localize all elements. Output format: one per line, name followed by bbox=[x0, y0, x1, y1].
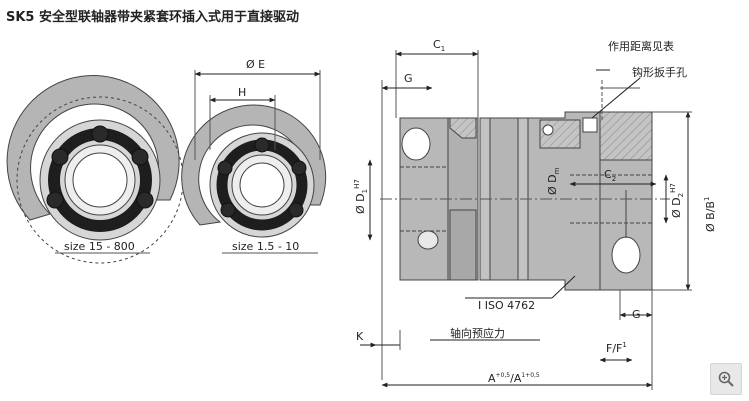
dm-label: Ø Dm bbox=[546, 167, 561, 195]
distance-gauge-label: 作用距离见表 bbox=[608, 39, 674, 53]
d2-label: Ø D2H7 bbox=[669, 183, 685, 218]
c1-label: C1 bbox=[433, 38, 445, 53]
end-view-right bbox=[181, 70, 327, 254]
page-title: SK5 安全型联轴器带夹紧套环插入式用于直接驱动 bbox=[6, 10, 300, 25]
phi-e-label: Ø E bbox=[246, 58, 265, 71]
coupling-section bbox=[380, 111, 670, 291]
ff-label: F/F1 bbox=[606, 341, 627, 355]
b-label: Ø B/B1 bbox=[703, 197, 717, 232]
size-label-right: size 1.5 - 10 bbox=[232, 240, 299, 253]
axial-preload-label: 轴向预应力 bbox=[450, 326, 505, 340]
dimension-lines bbox=[360, 50, 692, 390]
size-label-left: size 15 - 800 bbox=[64, 240, 135, 253]
c2-label: C2 bbox=[604, 168, 616, 183]
zoom-button[interactable] bbox=[710, 363, 742, 395]
hook-wrench-label: 钩形扳手孔 bbox=[632, 65, 687, 79]
g-bottom-label: G bbox=[632, 308, 641, 321]
iso-label: I ISO 4762 bbox=[478, 299, 535, 312]
zoom-in-icon bbox=[718, 371, 734, 387]
a-label: A+0,5/A1+0,5 bbox=[488, 372, 540, 385]
h-label: H bbox=[238, 86, 246, 99]
end-view-left bbox=[6, 75, 184, 264]
d1-label: Ø D1H7 bbox=[353, 179, 369, 214]
k-label: K bbox=[356, 330, 364, 343]
g-top-label: G bbox=[404, 72, 413, 85]
